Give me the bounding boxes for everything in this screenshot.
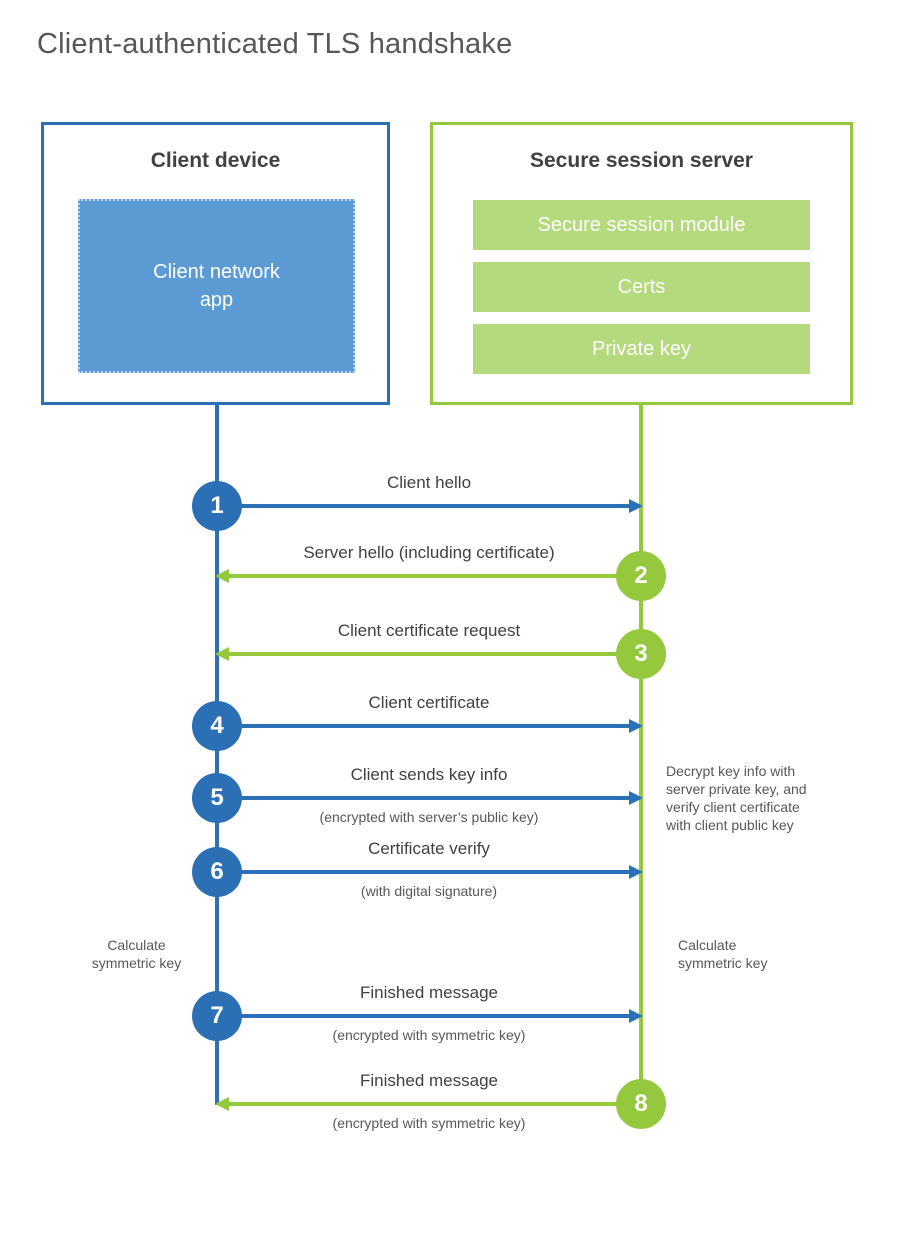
client-lifeline <box>215 405 219 1105</box>
step-label-7: Finished message <box>360 983 498 1002</box>
page-title: Client-authenticated TLS handshake <box>37 28 513 60</box>
step-arrow-8 <box>229 1102 641 1106</box>
step-circle-2: 2 <box>616 551 666 601</box>
step-arrow-6 <box>217 870 629 874</box>
step-arrow-head-3 <box>215 647 229 661</box>
step-circle-6: 6 <box>192 847 242 897</box>
step-arrow-3 <box>229 652 641 656</box>
step-arrow-head-7 <box>629 1009 643 1023</box>
step-arrow-7 <box>217 1014 629 1018</box>
decrypt-note: Decrypt key info with server private key… <box>666 763 807 833</box>
step-circle-4: 4 <box>192 701 242 751</box>
step-arrow-head-1 <box>629 499 643 513</box>
step-arrow-2 <box>229 574 641 578</box>
client-device-title: Client device <box>150 149 281 172</box>
step-label-5: Client sends key info <box>350 765 508 784</box>
step-arrow-4 <box>217 724 629 728</box>
step-circle-1: 1 <box>192 481 242 531</box>
server-module-private-key: Private key <box>473 324 810 374</box>
server-lifeline <box>639 405 643 1105</box>
secure-session-server-box: Secure session server Secure session mod… <box>430 122 853 405</box>
step-label-2: Server hello (including certificate) <box>303 543 555 562</box>
step-sublabel-7: (encrypted with symmetric key) <box>332 1027 526 1043</box>
step-arrow-head-6 <box>629 865 643 879</box>
step-circle-7: 7 <box>192 991 242 1041</box>
calculate-symmetric-key-note-client: Calculate symmetric key <box>91 937 182 971</box>
step-arrow-head-5 <box>629 791 643 805</box>
step-label-4: Client certificate <box>368 693 490 712</box>
step-label-3: Client certificate request <box>337 621 521 640</box>
calculate-symmetric-key-note-server: Calculate symmetric key <box>678 937 768 971</box>
step-label-1: Client hello <box>386 473 472 492</box>
server-module-certs: Certs <box>473 262 810 312</box>
step-sublabel-6: (with digital signature) <box>360 883 498 899</box>
step-arrow-1 <box>217 504 629 508</box>
step-arrow-head-2 <box>215 569 229 583</box>
step-circle-8: 8 <box>616 1079 666 1129</box>
client-network-app-box: Client network app <box>78 199 355 373</box>
server-module-secure-session-module: Secure session module <box>473 200 810 250</box>
step-arrow-head-8 <box>215 1097 229 1111</box>
step-circle-3: 3 <box>616 629 666 679</box>
step-label-6: Certificate verify <box>368 839 490 858</box>
secure-session-server-title: Secure session server <box>530 149 753 172</box>
step-circle-5: 5 <box>192 773 242 823</box>
step-sublabel-8: (encrypted with symmetric key) <box>332 1115 526 1131</box>
client-device-box: Client device Client network app <box>41 122 390 405</box>
step-sublabel-5: (encrypted with server’s public key) <box>319 809 539 825</box>
step-arrow-head-4 <box>629 719 643 733</box>
step-label-8: Finished message <box>360 1071 498 1090</box>
step-arrow-5 <box>217 796 629 800</box>
